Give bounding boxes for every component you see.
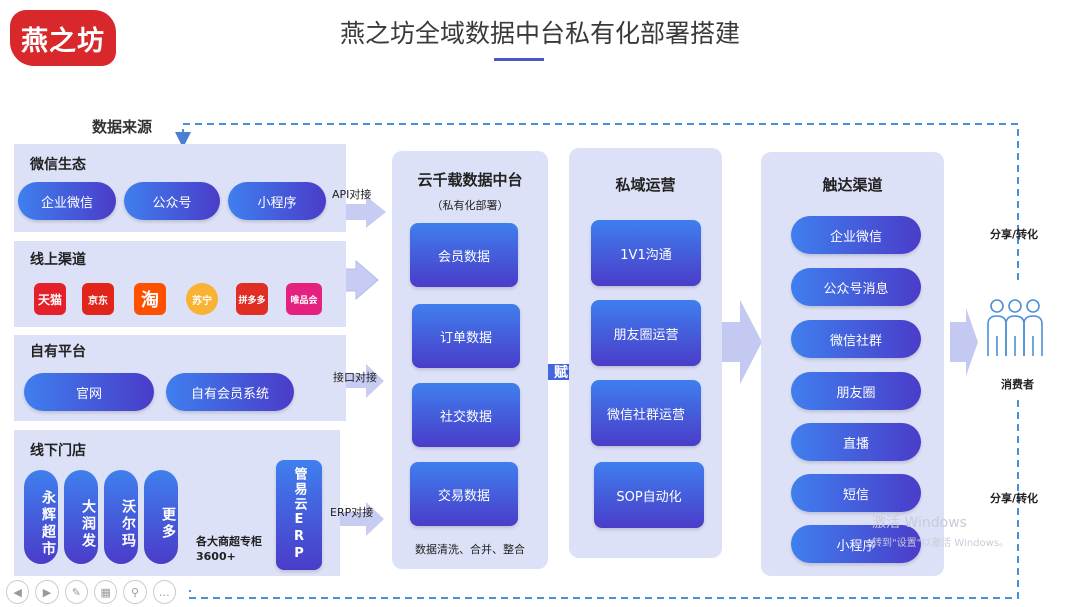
page-title: 燕之坊全域数据中台私有化部署搭建 (339, 19, 740, 48)
one-on-one-box: 1V1沟通 (591, 220, 701, 286)
pen-icon[interactable]: ✎ (64, 580, 88, 604)
erp-box: 管易云ERP (276, 460, 322, 570)
order-data-box: 订单数据 (412, 304, 520, 368)
stores-count-note: 各大商超专柜3600+ (196, 535, 262, 563)
prev-icon[interactable]: ◀ (6, 580, 30, 604)
tmall-icon: 天猫 (34, 283, 66, 315)
sop-automation-box: SOP自动化 (594, 462, 704, 528)
share-convert-bottom: 分享/转化 (990, 492, 1039, 505)
touch-wechat-group: 微信社群 (791, 320, 921, 358)
panel-own-title: 自有平台 (30, 344, 86, 360)
arrow-interface (338, 364, 384, 398)
interface-connector-label: 接口对接 (333, 371, 377, 384)
panel-private-ops: 私域运营 1V1沟通 朋友圈运营 微信社群运营 SOP自动化 (569, 148, 722, 558)
member-data-box: 会员数据 (410, 223, 518, 287)
social-data-box: 社交数据 (412, 383, 520, 447)
slideshow-toolbar: ◀ ▶ ✎ ▦ ⚲ … (6, 580, 176, 604)
pinduoduo-icon: 拼多多 (236, 283, 268, 315)
official-site-pill: 官网 (24, 373, 154, 411)
moments-ops-box: 朋友圈运营 (591, 300, 701, 366)
member-system-pill: 自有会员系统 (166, 373, 294, 411)
panel-online-title: 线上渠道 (30, 252, 86, 268)
vip-icon: 唯品会 (286, 283, 322, 315)
erp-connector-label: ERP对接 (330, 506, 374, 519)
next-icon[interactable]: ▶ (35, 580, 59, 604)
transaction-data-box: 交易数据 (410, 462, 518, 526)
store-more: 更多 (144, 470, 178, 564)
touch-sms: 短信 (791, 474, 921, 512)
panel-wechat: 微信生态 企业微信 公众号 小程序 (14, 144, 346, 232)
panel-wechat-title: 微信生态 (30, 157, 86, 173)
mini-program-pill: 小程序 (228, 182, 326, 220)
brand-logo-text: 燕之坊 (21, 25, 105, 57)
api-connector-label: API对接 (332, 188, 372, 201)
store-rt-mart: 大润发 (64, 470, 98, 564)
store-yonghui: 永辉超市 (24, 470, 58, 564)
dashed-loop-bottom (189, 400, 1019, 599)
panel-offline-title: 线下门店 (30, 443, 86, 459)
panel-own: 自有平台 官网 自有会员系统 (14, 335, 346, 421)
share-convert-top: 分享/转化 (990, 228, 1039, 241)
watermark-title: 激活 Windows (872, 515, 967, 531)
arrow-erp (338, 502, 384, 536)
touch-wechat-work: 企业微信 (791, 216, 921, 254)
touch-channels-title: 触达渠道 (822, 176, 883, 194)
arrow-touch-to-consumer (950, 308, 978, 376)
touch-official-msg: 公众号消息 (791, 268, 921, 306)
official-account-pill: 公众号 (124, 182, 220, 220)
zoom-icon[interactable]: ⚲ (123, 580, 147, 604)
touch-mini-program: 小程序 (791, 525, 921, 563)
consumers-icon (987, 299, 1043, 356)
store-walmart: 沃尔玛 (104, 470, 138, 564)
panel-offline: 线下门店 永辉超市 大润发 沃尔玛 更多 各大商超专柜3600+ 管易云ERP (14, 430, 340, 576)
dashed-loop-top (175, 123, 1019, 280)
jd-icon: 京东 (82, 283, 114, 315)
watermark-subtitle: 转到"设置"以激活 Windows。 (872, 538, 1010, 549)
title-underline (494, 58, 544, 61)
wechat-work-pill: 企业微信 (18, 182, 116, 220)
data-platform-subtitle: （私有化部署） (431, 199, 509, 212)
data-cleaning-note: 数据清洗、合并、整合 (415, 543, 525, 556)
slides-icon[interactable]: ▦ (93, 580, 118, 604)
panel-touch-channels: 触达渠道 企业微信 公众号消息 微信社群 朋友圈 直播 短信 小程序 (761, 152, 944, 576)
wechat-group-ops-box: 微信社群运营 (591, 380, 701, 446)
data-source-label: 数据来源 (92, 118, 153, 136)
private-ops-title: 私域运营 (615, 176, 676, 194)
taobao-icon: 淘 (134, 283, 166, 315)
touch-moments: 朋友圈 (791, 372, 921, 410)
brand-logo: 燕之坊 (10, 10, 116, 66)
panel-data-platform: 云千载数据中台 （私有化部署） 会员数据 订单数据 社交数据 交易数据 数据清洗… (392, 151, 548, 569)
panel-online: 线上渠道 天猫 京东 淘 苏宁 拼多多 唯品会 (14, 241, 346, 327)
consumer-label: 消费者 (1001, 378, 1034, 391)
touch-live: 直播 (791, 423, 921, 461)
suning-icon: 苏宁 (186, 283, 218, 315)
arrow-api (338, 196, 386, 228)
data-platform-title: 云千载数据中台 (417, 171, 523, 189)
arrow-private-to-touch (706, 300, 762, 384)
more-icon[interactable]: … (152, 580, 176, 604)
